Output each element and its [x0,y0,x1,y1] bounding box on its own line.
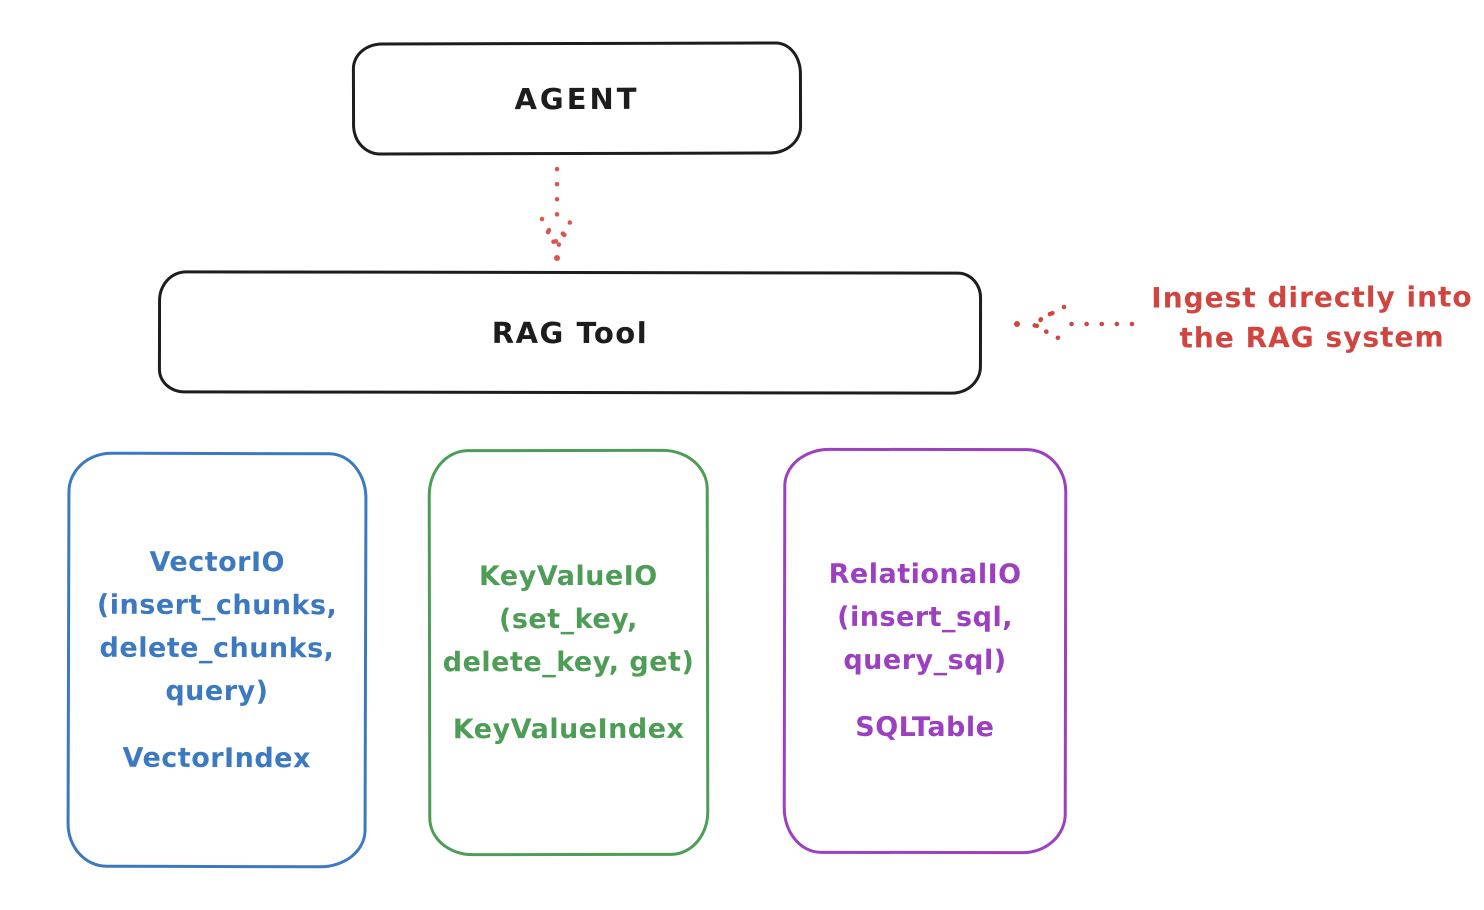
rag-tool-node: RAG Tool [157,270,983,395]
keyvalue-io-title-line: KeyValueIO [478,560,658,592]
agent-node: AGENT [351,41,803,156]
ingest-annotation-line2: the RAG system [1179,320,1445,355]
relational-io-title-line: RelationalIO [828,558,1022,591]
vector-io-title-line: VectorIO [149,546,286,578]
keyvalue-io-node: KeyValueIO (set_key, delete_key, get) Ke… [427,448,710,857]
agent-node-label: AGENT [514,81,640,116]
vector-io-title-line: delete_chunks, [99,632,335,664]
relational-io-node: RelationalIO (insert_sql, query_sql) SQL… [782,447,1068,855]
vector-io-node: VectorIO (insert_chunks, delete_chunks, … [66,451,368,869]
vector-io-title-line: query) [165,675,269,707]
sql-table-label: SQLTable [855,711,995,744]
vector-index-label: VectorIndex [122,742,311,774]
ingest-annotation-line1: Ingest directly into [1151,280,1473,315]
ingest-annotation: Ingest directly into the RAG system [1140,277,1484,358]
vector-io-title-line: (insert_chunks, [96,589,338,621]
agent-to-rag-dotted-arrow-icon [539,166,575,261]
keyvalue-io-title-line: delete_key, get) [442,646,695,678]
keyvalue-io-title-line: (set_key, [498,603,638,635]
rag-tool-node-label: RAG Tool [491,315,649,350]
relational-io-title-line: (insert_sql, [837,601,1014,634]
keyvalue-index-label: KeyValueIndex [452,713,685,745]
ingest-to-rag-dotted-arrow-icon [1014,304,1135,344]
relational-io-title-line: query_sql) [843,644,1007,677]
